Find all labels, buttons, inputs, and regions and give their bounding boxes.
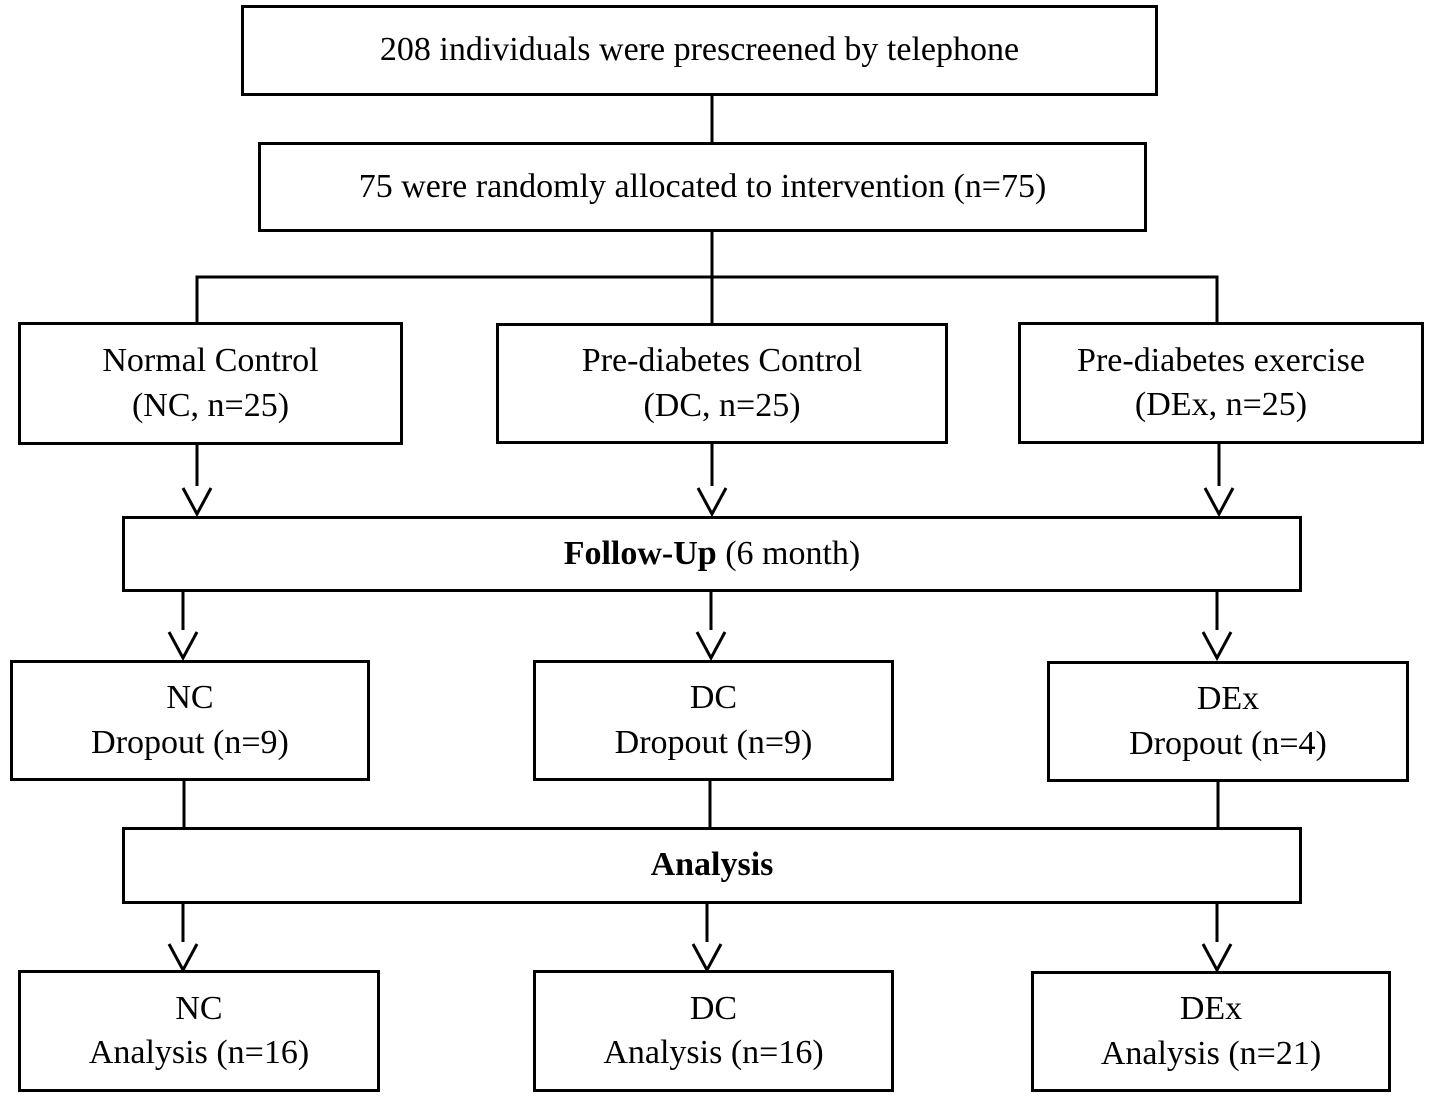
arrow-icon: [167, 591, 199, 662]
final-box-dex: DEx Analysis (n=21): [1031, 971, 1391, 1092]
arrow-icon: [695, 591, 727, 662]
group-name: Pre-diabetes exercise: [1077, 341, 1365, 379]
connector-branch-bar: [195, 275, 1219, 323]
follow-up-box: Follow-Up (6 month): [122, 516, 1302, 592]
group-name: Pre-diabetes Control: [581, 342, 863, 380]
dropout-count: Dropout (n=4): [1129, 724, 1327, 762]
arrow-icon: [1201, 902, 1233, 974]
arrow-icon: [1203, 443, 1235, 518]
group-size: (NC, n=25): [131, 386, 290, 424]
dropout-count: Dropout (n=9): [91, 723, 289, 761]
group-size: (DC, n=25): [643, 386, 801, 424]
final-count: Analysis (n=16): [88, 1034, 310, 1071]
final-group: DC: [689, 989, 738, 1027]
screening-text: 208 individuals were prescreened by tele…: [379, 31, 1020, 69]
final-count: Analysis (n=21): [1100, 1034, 1322, 1072]
analysis-box: Analysis: [122, 827, 1302, 904]
screening-box: 208 individuals were prescreened by tele…: [241, 5, 1158, 96]
group-name: Normal Control: [102, 342, 319, 380]
dropout-box-nc: NC Dropout (n=9): [10, 660, 370, 781]
dropout-box-dc: DC Dropout (n=9): [533, 660, 894, 781]
final-box-nc: NC Analysis (n=16): [18, 970, 380, 1092]
group-size: (DEx, n=25): [1134, 386, 1308, 423]
final-box-dc: DC Analysis (n=16): [533, 970, 894, 1092]
group-box-nc: Normal Control (NC, n=25): [18, 322, 403, 445]
final-group: DEx: [1179, 990, 1243, 1028]
dropout-box-dex: DEx Dropout (n=4): [1047, 661, 1409, 782]
randomization-box: 75 were randomly allocated to interventi…: [258, 142, 1147, 232]
arrow-icon: [167, 902, 199, 974]
dropout-group: NC: [166, 679, 214, 717]
follow-up-label: Follow-Up (6 month): [564, 532, 861, 576]
randomization-text: 75 were randomly allocated to interventi…: [358, 167, 1047, 205]
arrow-icon: [1201, 591, 1233, 662]
dropout-group: DEx: [1196, 680, 1260, 718]
arrow-icon: [691, 902, 723, 974]
dropout-group: DC: [689, 679, 738, 717]
analysis-label: Analysis: [650, 846, 774, 884]
arrow-icon: [181, 444, 213, 518]
final-group: NC: [175, 989, 223, 1027]
dropout-count: Dropout (n=9): [614, 723, 813, 761]
final-count: Analysis (n=16): [603, 1034, 824, 1071]
group-box-dc: Pre-diabetes Control (DC, n=25): [496, 323, 948, 444]
arrow-icon: [696, 443, 728, 518]
group-box-dex: Pre-diabetes exercise (DEx, n=25): [1018, 322, 1424, 444]
follow-up-title: Follow-Up: [563, 534, 717, 572]
follow-up-duration: (6 month): [716, 534, 861, 572]
